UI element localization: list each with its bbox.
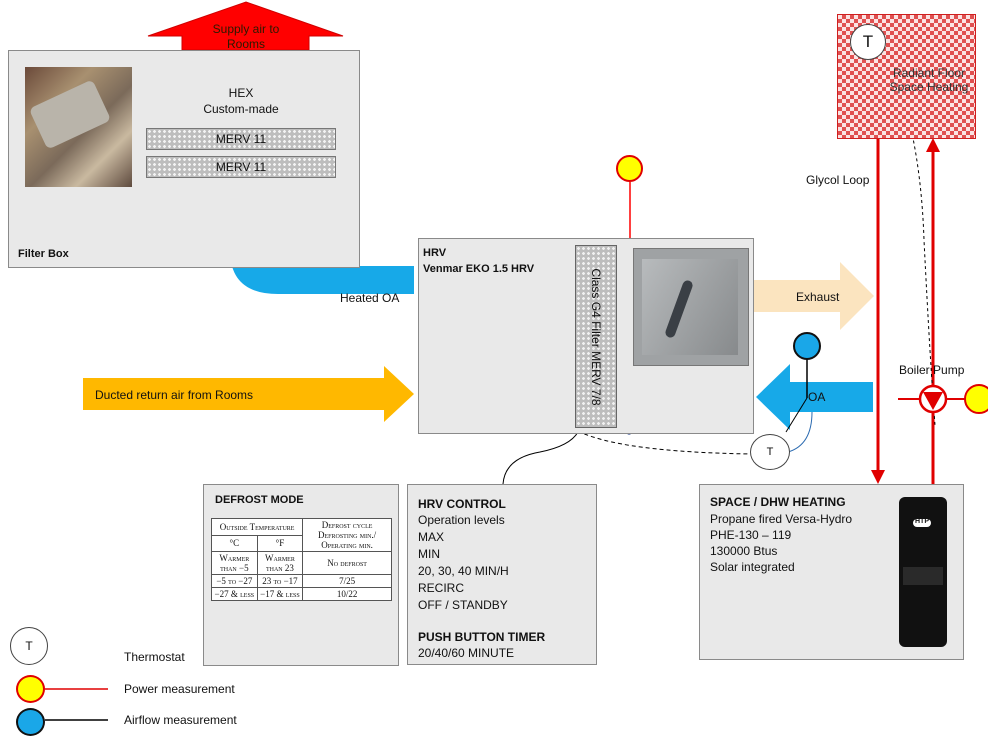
hrv-control-line: OFF / STANDBY (418, 598, 508, 612)
legend-airflow-label: Airflow measurement (124, 713, 237, 727)
radiant-label: Radiant Floor Space Heating (884, 66, 974, 94)
hrv-control-title: HRV CONTROL (418, 497, 506, 511)
supply-air-arrow (147, 1, 344, 51)
boiler-logo: HTP (915, 518, 929, 525)
hrv-control-line: RECIRC (418, 581, 465, 595)
defrost-head-outside: Outside Temperature (210, 518, 304, 536)
boiler-photo: HTP (899, 497, 947, 647)
hrv-thermostat-icon: T (750, 434, 790, 470)
heating-line: Solar integrated (710, 560, 795, 574)
defrost-head-cycle: Defrost cycle Defrosting min./ Operating… (302, 518, 392, 552)
oa-airflow-meter (793, 332, 821, 360)
defrost-cell: 10/22 (302, 587, 392, 601)
hrv-power-meter (616, 155, 643, 182)
heated-oa-label: Heated OA (340, 291, 400, 305)
hrv-filter-label: Class G4 Filter MERV 7/8 (589, 267, 603, 406)
radiant-thermostat-symbol: T (862, 32, 874, 51)
exhaust-arrow (754, 262, 874, 330)
hrv-control-line: Operation levels (418, 513, 505, 527)
legend-thermostat-symbol: T (25, 639, 33, 653)
heating-line: Propane fired Versa-Hydro (710, 512, 853, 526)
defrost-row: Warmer than −5 Warmer than 23 No defrost (211, 551, 392, 575)
merv-filter-bottom: MERV 11 (146, 156, 336, 178)
legend-power-icon (16, 675, 45, 703)
defrost-cell: −17 & less (256, 587, 304, 601)
defrost-cell: Warmer than 23 (256, 551, 304, 575)
glycol-loop-label: Glycol Loop (806, 173, 870, 187)
defrost-cell: Warmer than −5 (211, 551, 258, 575)
defrost-row: −27 & less −17 & less 10/22 (211, 587, 392, 601)
heating-line: PHE-130 – 119 (710, 528, 792, 542)
filter-box-photo (25, 67, 132, 187)
legend-power-label: Power measurement (124, 682, 235, 696)
defrost-cell: 7/25 (302, 574, 392, 588)
heating-title: SPACE / DHW HEATING (710, 495, 846, 509)
radiant-line2: Space Heating (889, 80, 969, 94)
defrost-unit-f: °F (256, 534, 304, 552)
oa-label: OA (808, 390, 826, 404)
supply-air-line2: Rooms (226, 37, 265, 51)
radiant-line1: Radiant Floor (892, 66, 966, 80)
hrv-title: HRV (423, 247, 447, 259)
oa-arrow (756, 364, 873, 430)
hrv-unit-photo (633, 248, 749, 366)
defrost-cell: No defrost (302, 551, 392, 575)
defrost-cell: 23 to −17 (256, 574, 304, 588)
hrv-control-box (407, 484, 597, 665)
hrv-control-line: MIN (418, 547, 440, 561)
legend-thermostat-icon: T (10, 627, 48, 665)
supply-air-line1: Supply air to (212, 22, 280, 36)
return-air-label: Ducted return air from Rooms (95, 388, 254, 402)
hex-label: HEX (228, 86, 254, 100)
hrv-filter: Class G4 Filter MERV 7/8 (575, 245, 617, 428)
push-button-timer-title: PUSH BUTTON TIMER (418, 630, 546, 644)
radiant-thermostat-icon: T (850, 24, 886, 60)
defrost-mode-title: DEFROST MODE (215, 494, 304, 506)
defrost-table: Outside Temperature Defrost cycle Defros… (210, 518, 392, 601)
heating-line: 130000 Btus (710, 544, 778, 558)
boiler-pump-power-meter (964, 384, 988, 414)
boiler-pump-label: Boiler Pump (899, 363, 965, 377)
supply-air-label: Supply air to Rooms (196, 22, 296, 52)
return-air-arrow (83, 366, 414, 422)
hrv-model: Venmar EKO 1.5 HRV (423, 263, 535, 275)
defrost-cell: −5 to −27 (211, 574, 258, 588)
hex-custom-label: Custom-made (203, 102, 279, 116)
push-button-timer-value: 20/40/60 MINUTE (418, 646, 515, 660)
defrost-unit-c: °C (211, 534, 258, 552)
hrv-thermostat-symbol: T (766, 446, 774, 458)
legend-thermostat-label: Thermostat (124, 650, 185, 664)
exhaust-label: Exhaust (796, 290, 840, 304)
hrv-control-line: 20, 30, 40 MIN/H (418, 564, 509, 578)
filter-box-label: Filter Box (18, 248, 69, 260)
defrost-row: −5 to −27 23 to −17 7/25 (211, 574, 392, 588)
merv-filter-top: MERV 11 (146, 128, 336, 150)
hrv-control-line: MAX (418, 530, 445, 544)
defrost-cell: −27 & less (211, 587, 258, 601)
